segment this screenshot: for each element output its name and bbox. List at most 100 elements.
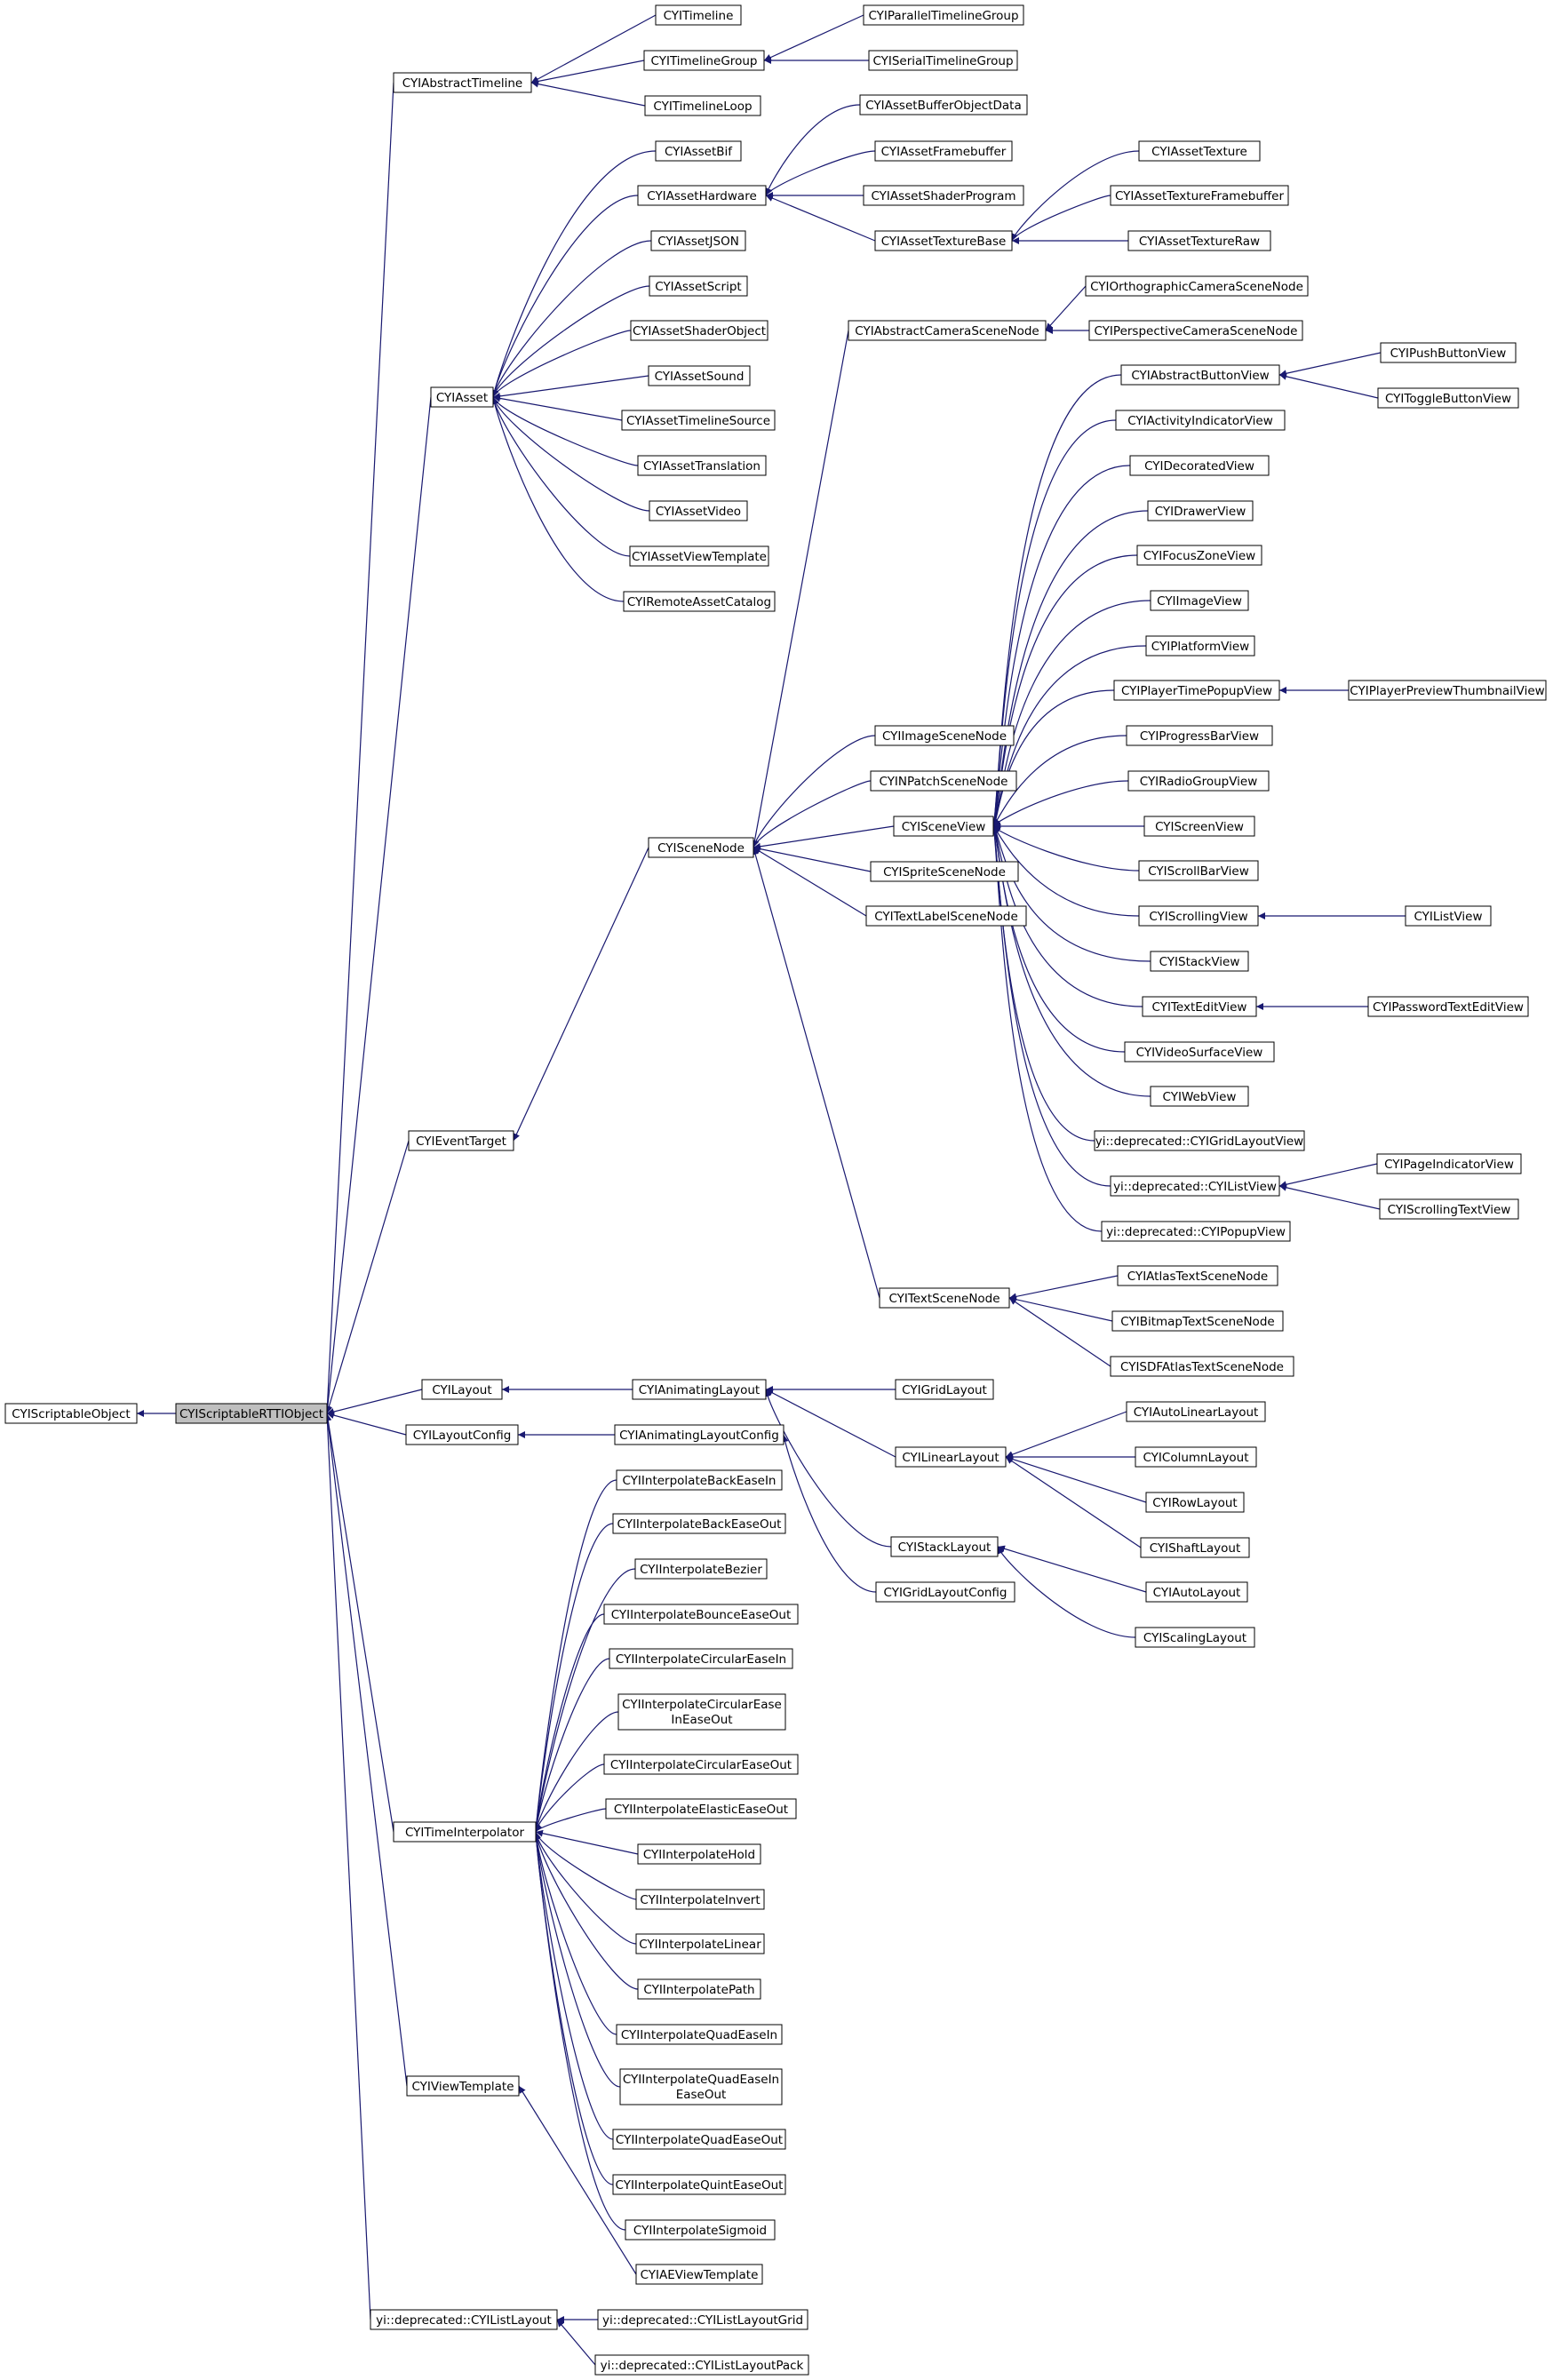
class-node-interp-quad-ease-in[interactable]: CYIInterpolateQuadEaseIn [616, 2024, 783, 2045]
class-node-asset-shader-object[interactable]: CYIAssetShaderObject [630, 320, 769, 341]
class-node-asset-hardware[interactable]: CYIAssetHardware [637, 185, 767, 206]
class-node-image-scene-node[interactable]: CYIImageSceneNode [874, 725, 1015, 746]
class-node-asset-video[interactable]: CYIAssetVideo [649, 500, 748, 521]
class-node-password-text-edit-view[interactable]: CYIPasswordTextEditView [1367, 996, 1529, 1017]
class-node-scene-view[interactable]: CYISceneView [893, 816, 994, 837]
class-node-asset-timeline-source[interactable]: CYIAssetTimelineSource [621, 410, 776, 431]
class-node-asset-script[interactable]: CYIAssetScript [649, 275, 748, 297]
class-node-scaling-layout[interactable]: CYIScalingLayout [1135, 1627, 1255, 1648]
class-node-deprecated-popup-view[interactable]: yi::deprecated::CYIPopupView [1101, 1221, 1291, 1242]
class-node-toggle-button-view[interactable]: CYIToggleButtonView [1377, 387, 1519, 409]
class-node-text-edit-view[interactable]: CYITextEditView [1142, 996, 1257, 1017]
class-node-interp-bezier[interactable]: CYIInterpolateBezier [634, 1558, 768, 1580]
class-node-asset-sound[interactable]: CYIAssetSound [648, 365, 751, 386]
class-node-scroll-bar-view[interactable]: CYIScrollBarView [1138, 860, 1259, 881]
class-node-layout-config[interactable]: CYILayoutConfig [405, 1424, 519, 1445]
class-node-row-layout[interactable]: CYIRowLayout [1145, 1492, 1245, 1513]
class-node-interp-hold[interactable]: CYIInterpolateHold [637, 1843, 761, 1865]
class-node-grid-layout-config[interactable]: CYIGridLayoutConfig [875, 1581, 1015, 1603]
class-node-player-time-popup-view[interactable]: CYIPlayerTimePopupView [1113, 680, 1280, 701]
class-node-interp-circular-ease-out[interactable]: CYIInterpolateCircularEaseOut [603, 1754, 799, 1775]
class-node-shaft-layout[interactable]: CYIShaftLayout [1140, 1537, 1250, 1558]
class-node-ae-view-template[interactable]: CYIAEViewTemplate [635, 2264, 763, 2285]
class-node-stack-view[interactable]: CYIStackView [1150, 951, 1249, 972]
class-node-view-template[interactable]: CYIViewTemplate [406, 2075, 520, 2097]
class-node-asset-buffer-object-data[interactable]: CYIAssetBufferObjectData [859, 94, 1028, 115]
class-node-video-surface-view[interactable]: CYIVideoSurfaceView [1124, 1041, 1275, 1063]
class-node-web-view[interactable]: CYIWebView [1150, 1086, 1249, 1107]
class-node-timeline-group[interactable]: CYITimelineGroup [643, 50, 765, 71]
class-node-focus-zone-view[interactable]: CYIFocusZoneView [1136, 545, 1262, 566]
class-node-auto-linear-layout[interactable]: CYIAutoLinearLayout [1126, 1401, 1266, 1422]
class-node-sdf-atlas-text-scene-node[interactable]: CYISDFAtlasTextSceneNode [1110, 1356, 1294, 1377]
class-node-asset-bif[interactable]: CYIAssetBif [655, 140, 742, 162]
class-node-deprecated-list-layout-pack[interactable]: yi::deprecated::CYIListLayoutPack [594, 2354, 809, 2376]
class-node-stack-layout[interactable]: CYIStackLayout [890, 1536, 999, 1557]
class-node-deprecated-list-layout-grid[interactable]: yi::deprecated::CYIListLayoutGrid [597, 2309, 808, 2330]
class-node-interp-linear[interactable]: CYIInterpolateLinear [635, 1933, 765, 1954]
class-node-interp-invert[interactable]: CYIInterpolateInvert [635, 1889, 765, 1910]
class-node-decorated-view[interactable]: CYIDecoratedView [1129, 455, 1270, 476]
class-node-serial-timeline-group[interactable]: CYISerialTimelineGroup [868, 50, 1018, 71]
class-node-bitmap-text-scene-node[interactable]: CYIBitmapTextSceneNode [1111, 1310, 1284, 1332]
class-node-interp-circular-ease-in[interactable]: CYIInterpolateCircularEaseIn [609, 1648, 793, 1669]
class-node-orthographic-camera-scene-node[interactable]: CYIOrthographicCameraSceneNode [1085, 275, 1309, 297]
class-node-layout[interactable]: CYILayout [421, 1379, 503, 1400]
class-node-atlas-text-scene-node[interactable]: CYIAtlasTextSceneNode [1117, 1265, 1278, 1286]
class-node-interp-back-ease-in[interactable]: CYIInterpolateBackEaseIn [616, 1469, 783, 1491]
class-node-scrolling-text-view[interactable]: CYIScrollingTextView [1379, 1198, 1519, 1220]
class-node-interp-bounce-ease-out[interactable]: CYIInterpolateBounceEaseOut [603, 1604, 799, 1625]
class-node-rtti-object[interactable]: CYIScriptableRTTIObject [175, 1403, 328, 1424]
class-node-grid-layout[interactable]: CYIGridLayout [895, 1379, 994, 1400]
class-node-animating-layout[interactable]: CYIAnimatingLayout [632, 1379, 767, 1400]
class-node-image-view[interactable]: CYIImageView [1150, 590, 1249, 611]
class-node-auto-layout[interactable]: CYIAutoLayout [1145, 1581, 1248, 1603]
class-node-timeline[interactable]: CYITimeline [655, 4, 742, 26]
class-node-abstract-timeline[interactable]: CYIAbstractTimeline [393, 72, 532, 93]
class-node-timeline-loop[interactable]: CYITimelineLoop [644, 95, 761, 116]
class-node-interp-sigmoid[interactable]: CYIInterpolateSigmoid [625, 2219, 776, 2241]
class-node-scriptable-object[interactable]: CYIScriptableObject [4, 1403, 138, 1424]
class-node-interp-elastic-ease-out[interactable]: CYIInterpolateElasticEaseOut [605, 1798, 797, 1819]
class-node-asset-texture-raw[interactable]: CYIAssetTextureRaw [1127, 230, 1271, 251]
class-node-remote-asset-catalog[interactable]: CYIRemoteAssetCatalog [623, 591, 776, 612]
class-node-activity-indicator-view[interactable]: CYIActivityIndicatorView [1115, 410, 1286, 431]
class-node-page-indicator-view[interactable]: CYIPageIndicatorView [1376, 1153, 1522, 1174]
class-node-scene-node[interactable]: CYISceneNode [648, 837, 754, 858]
class-node-interp-path[interactable]: CYIInterpolatePath [637, 1978, 761, 2000]
class-node-scrolling-view[interactable]: CYIScrollingView [1138, 905, 1259, 927]
class-node-deprecated-list-layout[interactable]: yi::deprecated::CYIListLayout [370, 2309, 558, 2330]
class-node-deprecated-grid-layout-view[interactable]: yi::deprecated::CYIGridLayoutView [1094, 1130, 1305, 1151]
class-node-asset-view-template[interactable]: CYIAssetViewTemplate [629, 545, 769, 567]
class-node-screen-view[interactable]: CYIScreenView [1143, 816, 1255, 837]
class-node-asset[interactable]: CYIAsset [430, 386, 494, 408]
class-node-text-scene-node[interactable]: CYITextSceneNode [879, 1287, 1010, 1309]
class-node-animating-layout-config[interactable]: CYIAnimatingLayoutConfig [614, 1424, 784, 1445]
class-node-asset-json[interactable]: CYIAssetJSON [650, 230, 746, 251]
class-node-parallel-timeline-group[interactable]: CYIParallelTimelineGroup [863, 4, 1024, 26]
class-node-asset-texture-framebuffer[interactable]: CYIAssetTextureFramebuffer [1110, 185, 1289, 206]
class-node-drawer-view[interactable]: CYIDrawerView [1147, 500, 1254, 521]
class-node-event-target[interactable]: CYIEventTarget [408, 1130, 514, 1151]
class-node-interp-quad-ease-out[interactable]: CYIInterpolateQuadEaseOut [612, 2129, 786, 2150]
class-node-npatch-scene-node[interactable]: CYINPatchSceneNode [870, 770, 1017, 792]
class-node-column-layout[interactable]: CYIColumnLayout [1135, 1446, 1257, 1468]
class-node-player-preview-thumbnail-view[interactable]: CYIPlayerPreviewThumbnailView [1348, 680, 1547, 701]
class-node-perspective-camera-scene-node[interactable]: CYIPerspectiveCameraSceneNode [1088, 320, 1303, 341]
class-node-linear-layout[interactable]: CYILinearLayout [895, 1446, 1007, 1468]
class-node-asset-texture[interactable]: CYIAssetTexture [1138, 140, 1261, 162]
class-node-platform-view[interactable]: CYIPlatformView [1145, 635, 1255, 657]
class-node-radio-group-view[interactable]: CYIRadioGroupView [1127, 770, 1270, 792]
class-node-abstract-camera-scene-node[interactable]: CYIAbstractCameraSceneNode [848, 320, 1047, 341]
class-node-asset-translation[interactable]: CYIAssetTranslation [637, 455, 767, 476]
class-node-asset-framebuffer[interactable]: CYIAssetFramebuffer [874, 140, 1013, 162]
class-node-progress-bar-view[interactable]: CYIProgressBarView [1126, 725, 1273, 746]
class-node-time-interpolator[interactable]: CYITimeInterpolator [393, 1821, 537, 1843]
class-node-push-button-view[interactable]: CYIPushButtonView [1380, 342, 1517, 363]
class-node-interp-quint-ease-out[interactable]: CYIInterpolateQuintEaseOut [612, 2174, 786, 2195]
class-node-asset-texture-base[interactable]: CYIAssetTextureBase [874, 230, 1013, 251]
class-node-list-view[interactable]: CYIListView [1405, 905, 1492, 927]
class-node-sprite-scene-node[interactable]: CYISpriteSceneNode [870, 861, 1019, 882]
